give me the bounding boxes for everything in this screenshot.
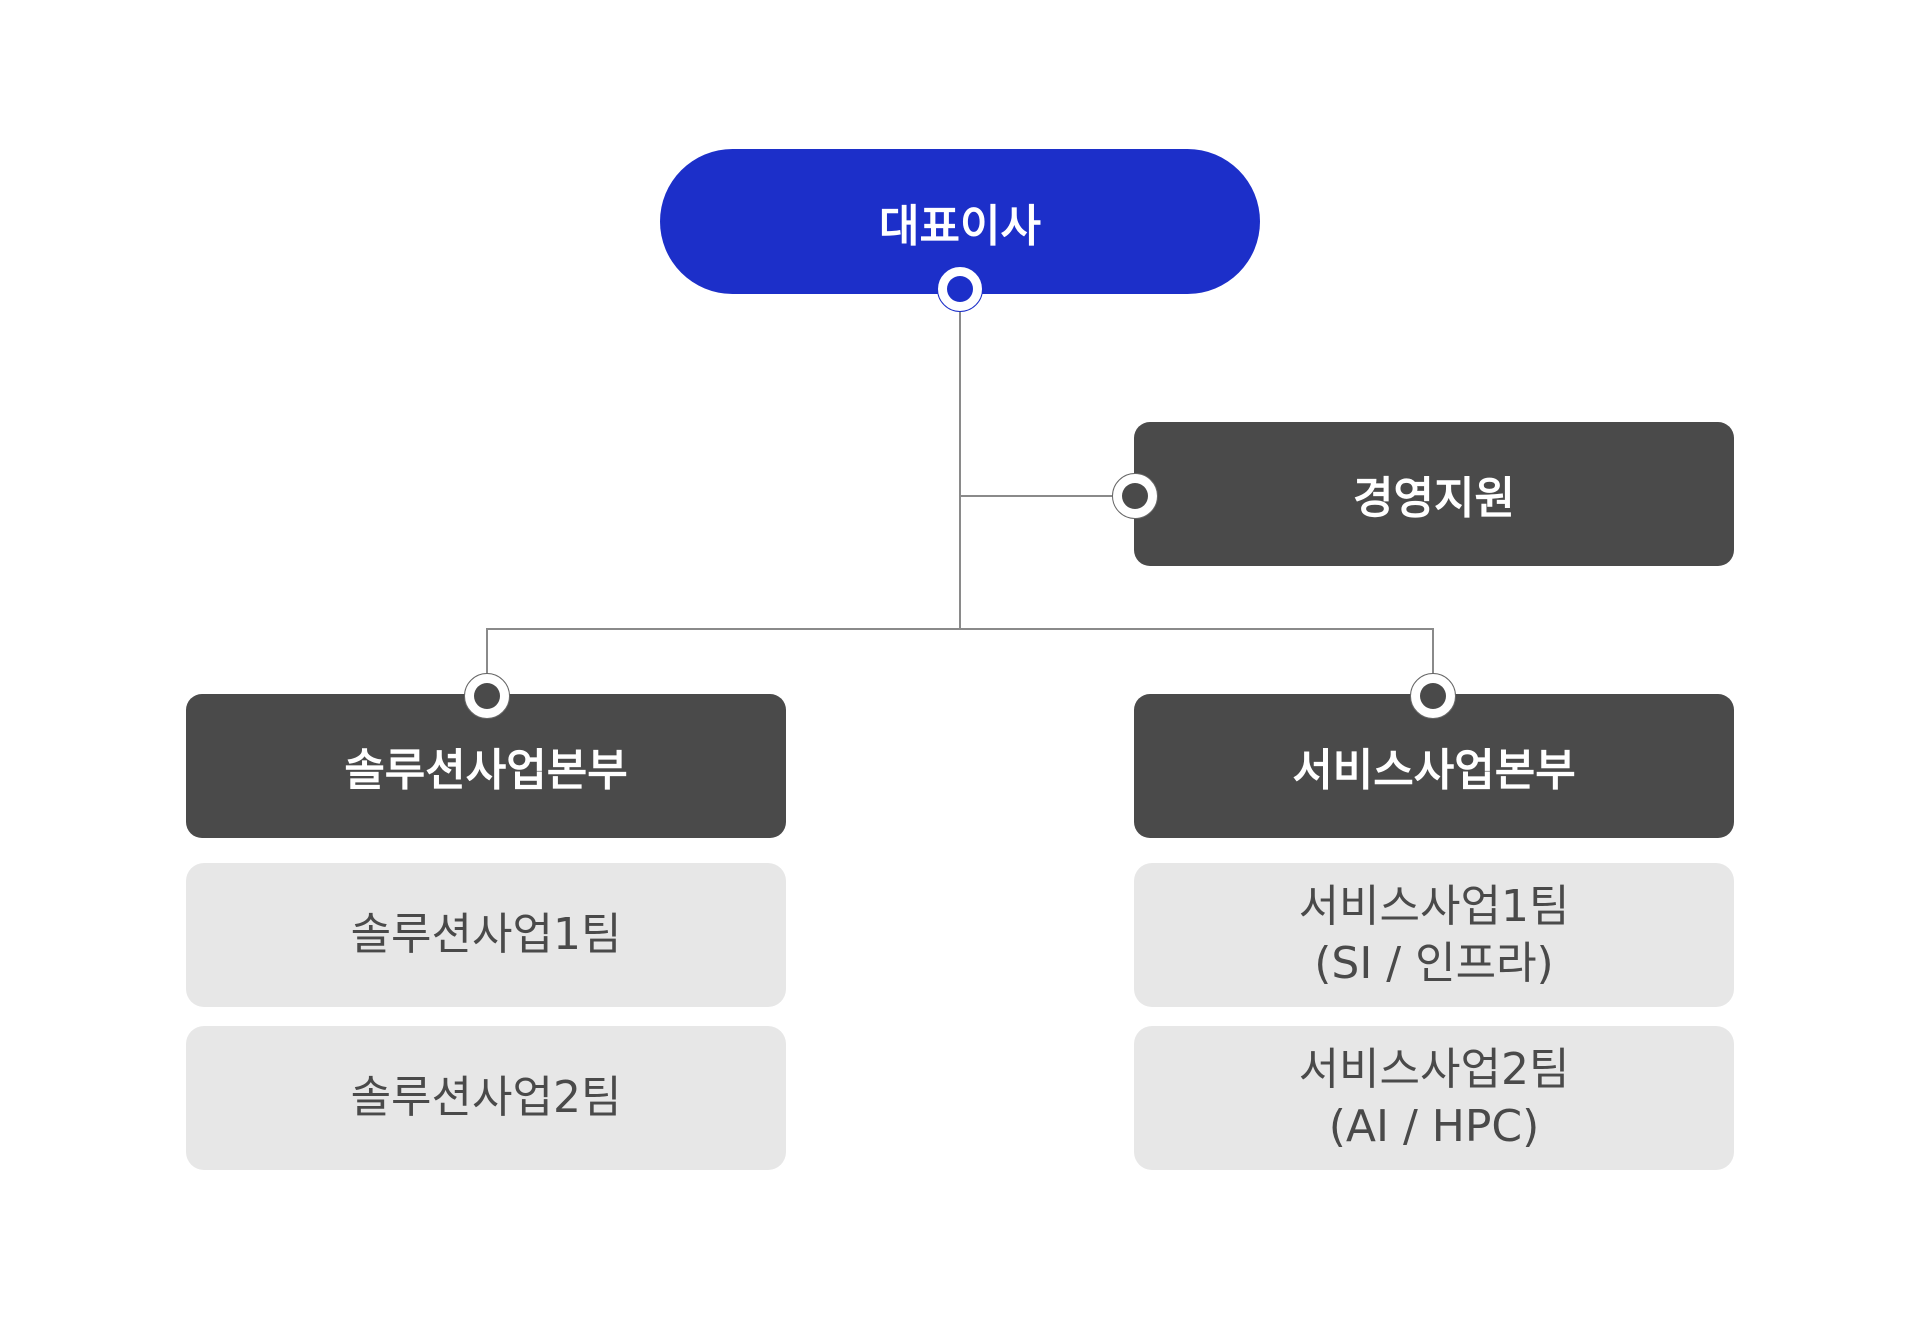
connector-support [960,495,1135,497]
support-label: 경영지원 [1353,473,1515,524]
ceo-connector-dot-icon [937,266,983,312]
support-connector-dot-icon [1112,473,1158,519]
ceo-label: 대표이사 [879,200,1041,252]
team-service-2[interactable]: 서비스사업2팀 (AI / HPC) [1134,1026,1734,1170]
team-solution-2[interactable]: 솔루션사업2팀 [186,1026,786,1170]
team-service-1[interactable]: 서비스사업1팀 (SI / 인프라) [1134,863,1734,1007]
division-label: 서비스사업본부 [1292,745,1576,796]
connector-horizontal [486,628,1434,630]
team-label: 솔루션사업2팀 [350,1072,622,1124]
connector-right-drop [1432,628,1434,696]
team-label: 서비스사업2팀 (AI / HPC) [1298,1043,1570,1152]
team-label: 솔루션사업1팀 [350,909,622,961]
solution-connector-dot-icon [464,673,510,719]
division-label: 솔루션사업본부 [344,745,628,796]
connector-trunk [959,294,961,630]
connector-left-drop [486,628,488,696]
support-node[interactable]: 경영지원 [1134,422,1734,566]
service-connector-dot-icon [1410,673,1456,719]
team-solution-1[interactable]: 솔루션사업1팀 [186,863,786,1007]
team-label: 서비스사업1팀 (SI / 인프라) [1298,880,1570,989]
